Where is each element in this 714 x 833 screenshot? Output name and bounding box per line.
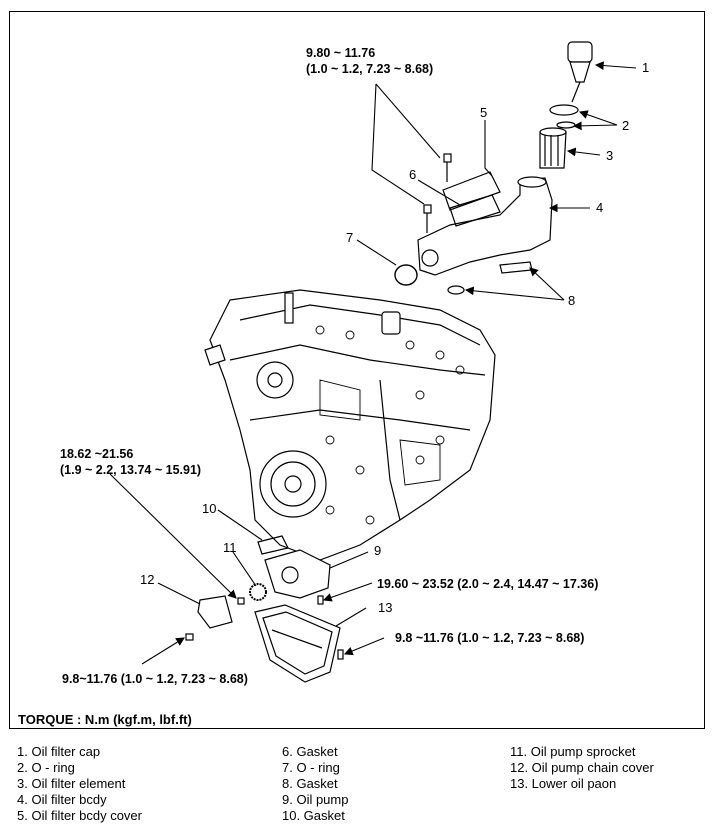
torque-conversion: (1.9 ~ 2.2, 13.74 ~ 15.91) bbox=[60, 463, 202, 477]
lower-oil-pan bbox=[254, 604, 341, 683]
legend-item: 7. O - ring bbox=[282, 760, 340, 775]
gasket-8a bbox=[499, 261, 533, 274]
legend-item: 2. O - ring bbox=[17, 760, 75, 775]
torque-spec-lower-bolt: 9.8~11.76 (1.0 ~ 1.2, 7.23 ~ 8.68) bbox=[62, 672, 248, 686]
callout-5: 5 bbox=[480, 105, 488, 120]
bolt-upper bbox=[443, 153, 452, 163]
legend-item: 4. Oil filter bcdy bbox=[17, 792, 107, 807]
legend-item: 11. Oil pump sprocket bbox=[510, 744, 636, 759]
torque-spec-oil-pan: 9.8 ~11.76 (1.0 ~ 1.2, 7.23 ~ 8.68) bbox=[395, 631, 585, 645]
legend-item: 5. Oil filter bcdy cover bbox=[17, 808, 142, 823]
legend-item: 12. Oil pump chain cover bbox=[510, 760, 654, 775]
gasket-8b bbox=[447, 285, 465, 295]
oil-pump-chain-cover bbox=[197, 595, 233, 629]
callout-3: 3 bbox=[606, 148, 614, 163]
callout-10: 10 bbox=[202, 501, 217, 516]
legend-column-3: 11. Oil pump sprocket 12. Oil pump chain… bbox=[510, 744, 654, 792]
legend-item: 10. Gasket bbox=[282, 808, 345, 823]
callout-11: 11 bbox=[223, 540, 237, 555]
torque-spec-oil-pump: 19.60 ~ 23.52 (2.0 ~ 2.4, 14.47 ~ 17.36) bbox=[377, 577, 599, 591]
torque-conversion: (1.0 ~ 1.2, 7.23 ~ 8.68) bbox=[306, 62, 434, 76]
bolt-lower bbox=[423, 204, 432, 214]
callout-2: 2 bbox=[622, 118, 630, 133]
oil-pump bbox=[264, 549, 331, 599]
diagram-frame bbox=[9, 11, 705, 729]
o-ring-7 bbox=[394, 264, 418, 286]
torque-value: 9.80 ~ 11.76 bbox=[306, 46, 376, 60]
callout-7: 7 bbox=[346, 230, 354, 245]
oil-filter-body-cover bbox=[442, 171, 501, 211]
torque-value: 18.62 ~21.56 bbox=[60, 447, 134, 461]
torque-spec-filter-bolts: 9.80 ~ 11.76 (1.0 ~ 1.2, 7.23 ~ 8.68) bbox=[306, 45, 433, 77]
gasket-6 bbox=[449, 194, 501, 227]
legend-item: 13. Lower oil paon bbox=[510, 776, 617, 791]
gasket-10 bbox=[257, 535, 289, 555]
legend-item: 3. Oil filter element bbox=[17, 776, 126, 791]
callout-12: 12 bbox=[140, 572, 155, 587]
callout-1: 1 bbox=[642, 60, 650, 75]
legend-column-1: 1. Oil filter cap 2. O - ring 3. Oil fil… bbox=[17, 744, 142, 824]
callout-4: 4 bbox=[596, 200, 604, 215]
oil-filter-cap bbox=[567, 41, 593, 103]
legend-item: 1. Oil filter cap bbox=[17, 744, 101, 759]
oil-pump-sprocket bbox=[249, 583, 267, 601]
engine-block bbox=[204, 289, 496, 561]
oil-filter-element bbox=[539, 127, 567, 169]
legend-item: 8. Gasket bbox=[282, 776, 338, 791]
callout-9: 9 bbox=[374, 543, 382, 558]
legend-column-2: 6. Gasket 7. O - ring 8. Gasket 9. Oil p… bbox=[282, 744, 348, 824]
oil-filter-body bbox=[417, 176, 553, 276]
callout-6: 6 bbox=[409, 167, 417, 182]
torque-unit-label: TORQUE : N.m (kgf.m, lbf.ft) bbox=[18, 712, 192, 727]
o-ring-top bbox=[549, 104, 579, 116]
legend-item: 6. Gasket bbox=[282, 744, 338, 759]
legend-item: 9. Oil pump bbox=[282, 792, 349, 807]
torque-spec-chain-cover: 18.62 ~21.56 (1.9 ~ 2.2, 13.74 ~ 15.91) bbox=[60, 446, 201, 478]
callout-8: 8 bbox=[568, 293, 576, 308]
o-ring-small bbox=[556, 121, 576, 129]
callout-13: 13 bbox=[378, 600, 393, 615]
